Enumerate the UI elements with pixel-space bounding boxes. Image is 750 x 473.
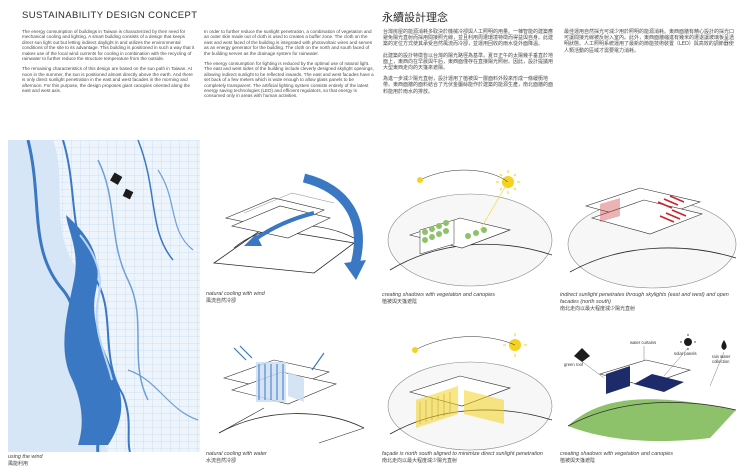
caption-shadows-canopies: creating shadows with vegetation and can… [382,292,495,305]
paragraph: 此建築的設計特徵皆以台灣的陽光路徑為基準。夏日正午的太陽幾乎垂直於地面上，東西向… [383,52,554,72]
diagram-shadows-canopies [380,160,560,288]
label-solar-panels: solar panels [674,351,697,356]
caption-skylights: indirect sunlight penetrates through sky… [560,292,729,312]
label-green-roof: green roof [564,362,584,367]
title-en: SUSTAINABILITY DESIGN CONCEPT [22,10,198,21]
paragraph: The remaining characteristics of this de… [22,66,193,94]
paragraph: 為進一步減少陽光直射，設計運用了植被與一層面料外殼來形成一條緩衝地帶。東西面牆的… [383,76,554,95]
building-wind-zone [64,215,122,445]
green-roof-icon [574,348,590,362]
wind-arrow [302,173,363,270]
wind-site-map [8,140,200,452]
paragraph: The energy consumption for lighting is r… [204,61,374,99]
diagram-skylights [560,166,742,290]
caption-water-cooling: natural cooling with water 水流自然冷卻 [206,451,267,464]
text-column-zh-1: 台灣房屋的能源消耗多取決於機械冷卻與人工照明的用量。一棟智能的建築應避免陽光直射… [383,29,555,100]
caption-shadows-vegetation: creating shadows with vegetation and can… [560,451,673,464]
caption-facade-north-south: façade is north south aligned to minimiz… [382,451,543,464]
paragraph: The energy consumption of buildings in T… [22,29,195,62]
sunlit-facade [416,386,458,428]
paragraph: In order to further reduce the sunlight … [204,29,373,56]
diagram-shadows-vegetation: green roof water curtains solar panels r… [560,326,742,452]
label-rain-water-collection: rain water collection [712,354,731,364]
solar-panel-roof [606,366,630,394]
text-column-en-1: The energy consumption of buildings in T… [22,29,196,98]
paragraph: 最佳運用自然採光可減少用於照明的能源消耗。東西面牆有精心設計的採光口可讓間接光線… [564,29,735,54]
diagram-facade-north-south [380,330,560,452]
diagram-wind-cooling [204,168,374,286]
solar-panels-icon [684,338,692,346]
caption-wind-map: using the wind 風能利用 [8,454,43,467]
label-water-curtains: water curtains [630,340,657,345]
rain-drop-icon [721,340,727,350]
skylight-openings [657,195,687,223]
water-curtain-lines [258,364,284,400]
vegetation [422,220,487,243]
diagram-water-cooling [204,338,374,450]
paragraph: 台灣房屋的能源消耗多取決於機械冷卻與人工照明的用量。一棟智能的建築應避免陽光直射… [383,29,554,48]
text-column-en-2: In order to further reduce the sunlight … [204,29,374,104]
title-zh: 永續設計理念 [382,11,448,24]
caption-wind-cooling: natural cooling with wind 風流自然冷卻 [206,291,265,304]
wind-map-graphic [8,140,200,452]
text-column-zh-2: 最佳運用自然採光可減少用於照明的能源消耗。東西面牆有精心設計的採光口可讓間接光線… [564,29,734,59]
